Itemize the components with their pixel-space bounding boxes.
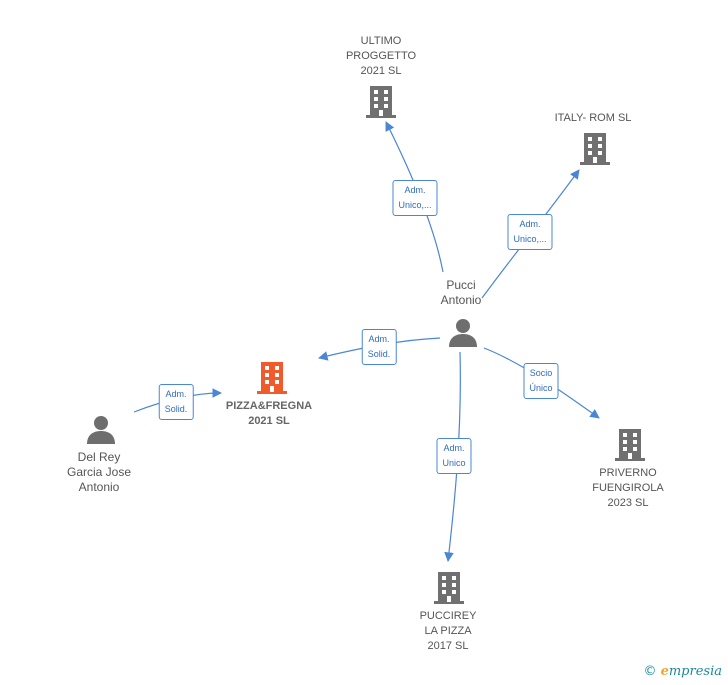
label-line: 2017 SL xyxy=(427,640,469,652)
label-line: Del Rey xyxy=(77,450,121,464)
edge-label-pucci-pizza[interactable]: Adm. Solid. xyxy=(361,329,397,365)
edge-label-line: Adm. xyxy=(165,389,187,399)
building-icon[interactable] xyxy=(615,429,645,461)
label-line: Pucci xyxy=(446,278,476,292)
node-label-delrey[interactable]: Del Rey Garcia Jose Antonio xyxy=(67,450,131,495)
node-label-pucci[interactable]: Pucci Antonio xyxy=(441,278,482,308)
brand-logo: © empresia xyxy=(643,664,722,679)
building-icon-main[interactable] xyxy=(257,362,287,394)
edge-label-ultimo[interactable]: Adm. Unico,... xyxy=(392,180,438,216)
edge-label-line: Unico xyxy=(442,458,466,468)
label-line: FUENGIROLA xyxy=(592,482,664,494)
label-line: PRIVERNO xyxy=(599,467,657,479)
building-icon[interactable] xyxy=(580,133,610,165)
edge-label-line: Unico,... xyxy=(513,234,547,244)
brand-initial: e xyxy=(660,664,669,679)
node-label-ultimo[interactable]: ULTIMO PROGGETTO 2021 SL xyxy=(346,34,416,79)
node-label-puccirey[interactable]: PUCCIREY LA PIZZA 2017 SL xyxy=(420,609,477,654)
label-line: ITALY- ROM SL xyxy=(554,112,632,124)
label-line: LA PIZZA xyxy=(424,625,472,637)
edge-label-line: Adm. xyxy=(519,219,541,229)
label-line: Garcia Jose xyxy=(66,465,132,479)
edge-label-delrey-pizza[interactable]: Adm. Solid. xyxy=(158,384,194,420)
node-label-pizza[interactable]: PIZZA&FREGNA 2021 SL xyxy=(226,399,312,429)
edge-label-line: Solid. xyxy=(367,349,391,359)
label-line: Antonio xyxy=(78,480,120,494)
edge-label-puccirey[interactable]: Adm. Unico xyxy=(436,438,472,474)
person-icon[interactable] xyxy=(87,416,115,444)
label-line: 2021 SL xyxy=(360,65,402,77)
node-label-priverno[interactable]: PRIVERNO FUENGIROLA 2023 SL xyxy=(592,466,664,511)
brand-name: mpresia xyxy=(668,664,722,679)
person-icon[interactable] xyxy=(449,319,477,347)
edge-label-line: Adm. xyxy=(368,334,390,344)
edge-label-line: Unico,... xyxy=(398,200,432,210)
node-label-italy[interactable]: ITALY- ROM SL xyxy=(555,111,632,126)
edge-label-priverno[interactable]: Socio Único xyxy=(523,363,559,399)
label-line: 2023 SL xyxy=(607,497,649,509)
edge-label-line: Adm. xyxy=(404,185,426,195)
label-line: PROGGETTO xyxy=(345,50,417,62)
label-line: Antonio xyxy=(440,293,482,307)
edge-label-italy[interactable]: Adm. Unico,... xyxy=(507,214,553,250)
label-line: PIZZA&FREGNA xyxy=(225,400,313,412)
edge-label-line: Socio xyxy=(529,368,553,378)
copyright-symbol: © xyxy=(643,664,657,679)
edge-label-line: Solid. xyxy=(164,404,188,414)
label-line: PUCCIREY xyxy=(419,610,477,622)
label-line: 2021 SL xyxy=(248,415,290,427)
edge-label-line: Único xyxy=(529,383,553,393)
building-icon[interactable] xyxy=(366,84,396,118)
edge-label-line: Adm. xyxy=(443,443,465,453)
building-icon[interactable] xyxy=(434,572,464,604)
label-line: ULTIMO xyxy=(360,35,402,47)
